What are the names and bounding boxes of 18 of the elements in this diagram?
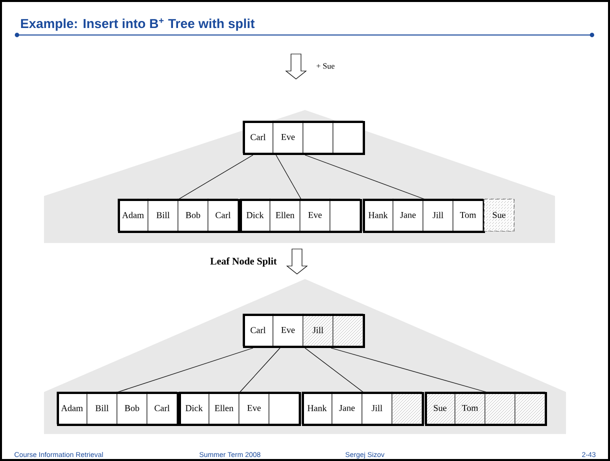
tree-node: Sue xyxy=(484,199,514,232)
tree-node xyxy=(484,392,516,424)
tree-node: Adam Bill Bob Carl xyxy=(118,198,240,233)
tree-node: Adam Bill Bob Carl xyxy=(56,392,179,426)
tree-node: Hank Jane Jill xyxy=(302,392,424,426)
tree-node: Dick Ellen Eve xyxy=(240,198,362,233)
tree-node xyxy=(242,314,334,346)
tree-node xyxy=(514,392,546,424)
tree-node: Carl Eve Jill xyxy=(243,314,365,348)
slide-title: Example: Insert into B$^{+}$ Tree with split xyxy=(21,18,255,31)
step-label: Leaf Node Split xyxy=(210,257,277,267)
tree-node: Dick Ellen Eve xyxy=(178,392,301,426)
tree-node: Sue Tom xyxy=(425,392,547,426)
tree-node: Hank Jane Jill Tom xyxy=(362,198,485,233)
tree-node xyxy=(454,392,486,424)
tree-node: Carl Eve xyxy=(242,120,365,155)
tree-node xyxy=(332,314,364,346)
step-label: + Sue xyxy=(316,63,334,69)
